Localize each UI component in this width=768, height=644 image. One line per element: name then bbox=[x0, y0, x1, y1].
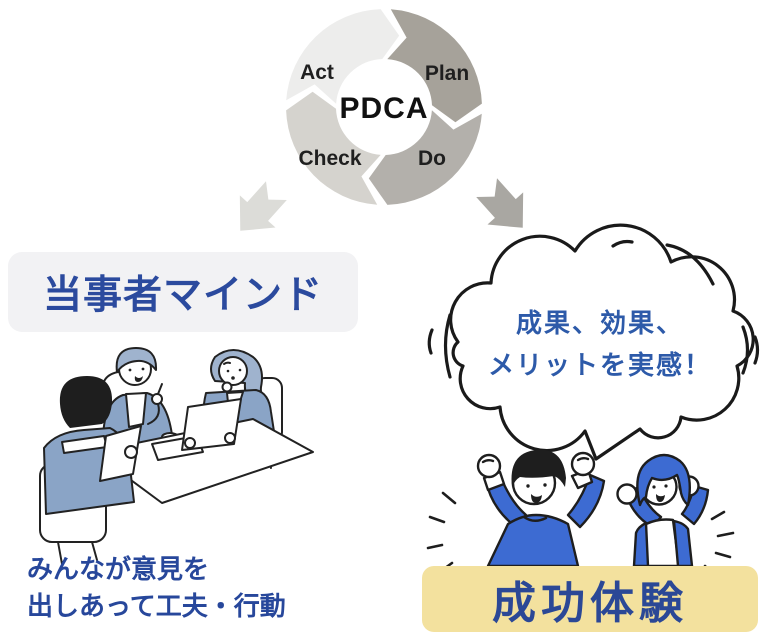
mindset-caption-line2: 出しあって工夫・行動 bbox=[27, 591, 286, 621]
bubble-text-line2: メリットを実感！ bbox=[487, 350, 712, 380]
pdca-segment-do bbox=[368, 110, 482, 205]
bubble-text-line1: 成果、効果、 bbox=[515, 308, 684, 338]
pdca-label-act: Act bbox=[300, 61, 334, 84]
pdca-cycle: Act Plan Check Do PDCA bbox=[286, 9, 482, 205]
pdca-segment-check bbox=[286, 91, 381, 205]
flow-arrow-left-icon bbox=[239, 181, 287, 231]
emphasis-top-dash-icon bbox=[611, 239, 634, 248]
person-foreground bbox=[43, 376, 142, 515]
emphasis-top-right-icon bbox=[665, 243, 715, 286]
pdca-center-label: PDCA bbox=[339, 92, 428, 125]
pdca-label-do: Do bbox=[418, 147, 446, 170]
thinker-document bbox=[181, 398, 242, 451]
emphasis-left-outer-icon bbox=[427, 328, 434, 355]
emphasis-right-outer-icon bbox=[753, 335, 760, 365]
pdca-segment-act bbox=[286, 9, 400, 104]
emphasis-right-inner-icon bbox=[741, 325, 750, 375]
emphasis-left-inner-icon bbox=[443, 313, 452, 379]
man-torso bbox=[486, 513, 580, 568]
paper-held bbox=[99, 425, 142, 482]
speech-cloud bbox=[427, 223, 760, 461]
pdca-label-check: Check bbox=[298, 147, 361, 170]
person-man-cheering bbox=[476, 449, 606, 568]
person-woman-cheering bbox=[616, 453, 710, 568]
pdca-label-plan: Plan bbox=[425, 62, 469, 85]
mindset-label: 当事者マインド bbox=[8, 252, 358, 332]
pdca-segment-plan bbox=[387, 9, 482, 123]
success-label: 成功体験 bbox=[422, 566, 758, 632]
meeting-illustration bbox=[39, 347, 314, 565]
mindset-caption: みんなが意見を 出しあって工夫・行動 bbox=[27, 551, 286, 625]
cloud-outline bbox=[449, 223, 755, 461]
cheering-illustration bbox=[426, 449, 735, 577]
flow-arrow-right-icon bbox=[476, 178, 524, 228]
mindset-caption-line1: みんなが意見を bbox=[27, 554, 210, 584]
